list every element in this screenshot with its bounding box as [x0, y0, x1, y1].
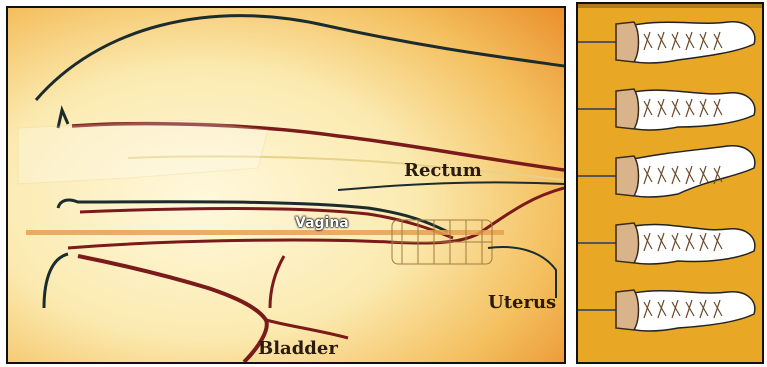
- anatomy-diagram-panel: Rectum Vagina Uterus Bladder: [6, 6, 566, 364]
- label-rectum: Rectum: [404, 160, 482, 181]
- label-bladder: Bladder: [258, 338, 338, 359]
- instrument-handle: [616, 89, 639, 129]
- sequence-illustration: [578, 4, 762, 362]
- label-uterus: Uterus: [488, 292, 556, 313]
- probe-rod: [26, 230, 504, 235]
- label-vagina: Vagina: [295, 215, 349, 231]
- instrument-handle: [616, 22, 639, 62]
- background: [8, 8, 564, 362]
- sequence-panel: [576, 2, 764, 364]
- instrument-handle: [616, 156, 639, 196]
- instrument-handle: [616, 290, 639, 330]
- top-edge: [578, 4, 762, 8]
- instrument-handle: [616, 223, 639, 263]
- anatomy-illustration: [8, 8, 564, 362]
